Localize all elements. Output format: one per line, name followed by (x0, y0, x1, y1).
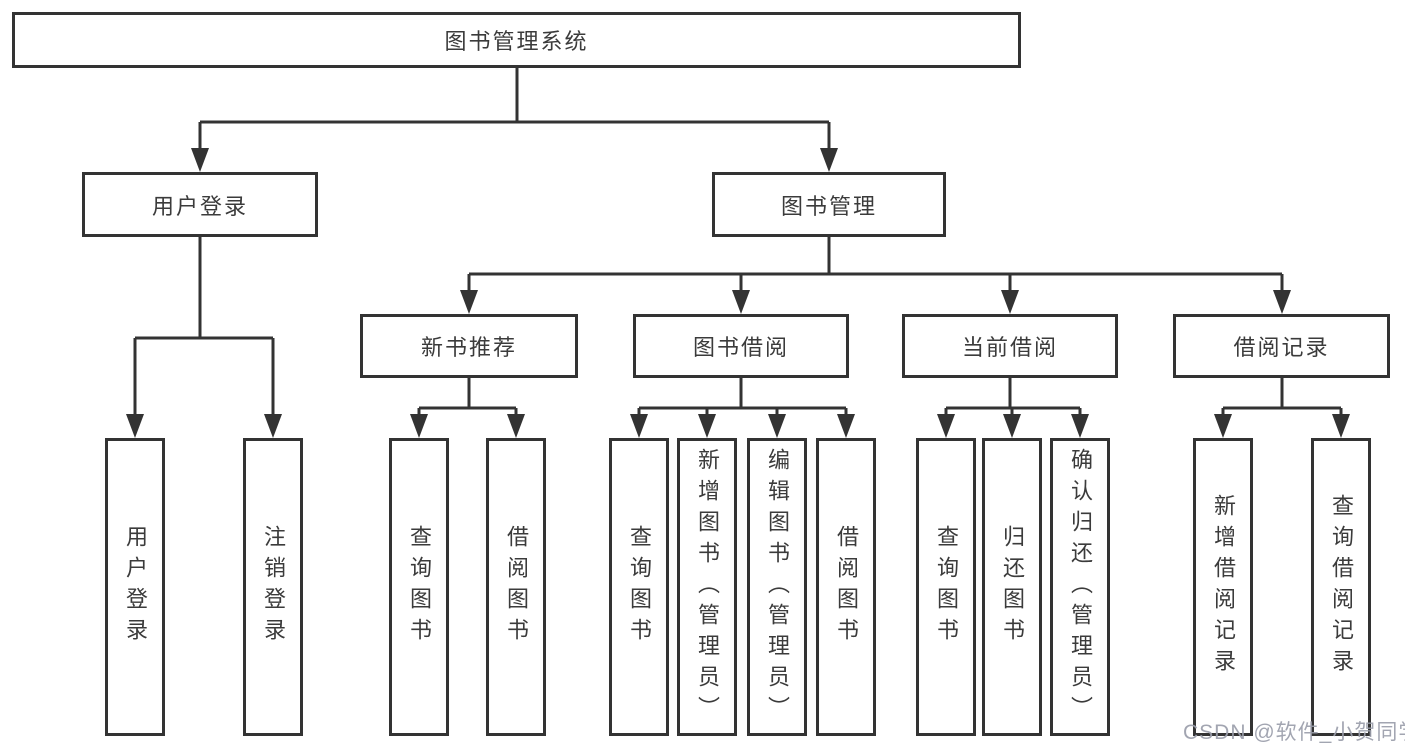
leaf-logout: 注销登录 (243, 438, 303, 736)
box-new-book-recommendation: 新书推荐 (360, 314, 578, 378)
box-book-borrowing: 图书借阅 (633, 314, 849, 378)
connector-book-management-branch (460, 237, 1291, 314)
connector-book-borrowing-branch (630, 378, 855, 438)
connector-new-book-recommendation-branch (410, 378, 525, 438)
box-new-book-recommendation-label: 新书推荐 (420, 335, 517, 360)
leaf-user-login-label: 用户登录 (123, 525, 148, 649)
leaf-logout-label: 注销登录 (261, 525, 286, 649)
leaf-user-login: 用户登录 (105, 438, 165, 736)
leaf-current-query-books-label: 查询图书 (934, 525, 959, 649)
leaf-query-borrow-record-label: 查询借阅记录 (1329, 494, 1354, 680)
box-library-system-label: 图书管理系统 (444, 29, 589, 54)
leaf-borrowing-borrow-books-label: 借阅图书 (834, 525, 859, 649)
leaf-confirm-return-admin: 确认归还（管理员） (1050, 438, 1110, 736)
box-book-management: 图书管理 (712, 172, 946, 237)
leaf-recommend-borrow-books: 借阅图书 (486, 438, 546, 736)
connector-current-borrowing-branch (937, 378, 1089, 438)
box-user-login-label: 用户登录 (151, 193, 248, 219)
leaf-recommend-borrow-books-label: 借阅图书 (504, 525, 529, 649)
box-book-borrowing-label: 图书借阅 (692, 335, 789, 360)
leaf-add-borrow-record-label: 新增借阅记录 (1211, 494, 1236, 680)
box-borrowing-records: 借阅记录 (1173, 314, 1390, 378)
box-user-login: 用户登录 (82, 172, 318, 237)
leaf-recommend-query-books: 查询图书 (389, 438, 449, 736)
connector-user-login-branch (126, 237, 282, 438)
leaf-borrowing-query-books-label: 查询图书 (627, 525, 652, 649)
box-current-borrowing: 当前借阅 (902, 314, 1118, 378)
leaf-return-books: 归还图书 (982, 438, 1042, 736)
leaf-recommend-query-books-label: 查询图书 (407, 525, 432, 649)
leaf-add-book-admin: 新增图书（管理员） (677, 438, 737, 736)
leaf-query-borrow-record: 查询借阅记录 (1311, 438, 1371, 736)
csdn-watermark: CSDN @软件_小贺同学 (1183, 721, 1405, 744)
leaf-borrowing-borrow-books: 借阅图书 (816, 438, 876, 736)
box-library-system: 图书管理系统 (12, 12, 1021, 68)
leaf-current-query-books: 查询图书 (916, 438, 976, 736)
leaf-return-books-label: 归还图书 (1000, 525, 1025, 649)
leaf-add-book-admin-label: 新增图书（管理员） (695, 447, 720, 727)
leaf-edit-book-admin-label: 编辑图书（管理员） (765, 447, 790, 727)
leaf-add-borrow-record: 新增借阅记录 (1193, 438, 1253, 736)
leaf-edit-book-admin: 编辑图书（管理员） (747, 438, 807, 736)
leaf-confirm-return-admin-label: 确认归还（管理员） (1068, 447, 1093, 727)
leaf-borrowing-query-books: 查询图书 (609, 438, 669, 736)
connector-root-to-level2 (191, 68, 838, 172)
box-book-management-label: 图书管理 (780, 193, 877, 219)
box-current-borrowing-label: 当前借阅 (961, 335, 1058, 360)
box-borrowing-records-label: 借阅记录 (1233, 335, 1330, 360)
connector-borrowing-records-branch (1214, 378, 1350, 438)
